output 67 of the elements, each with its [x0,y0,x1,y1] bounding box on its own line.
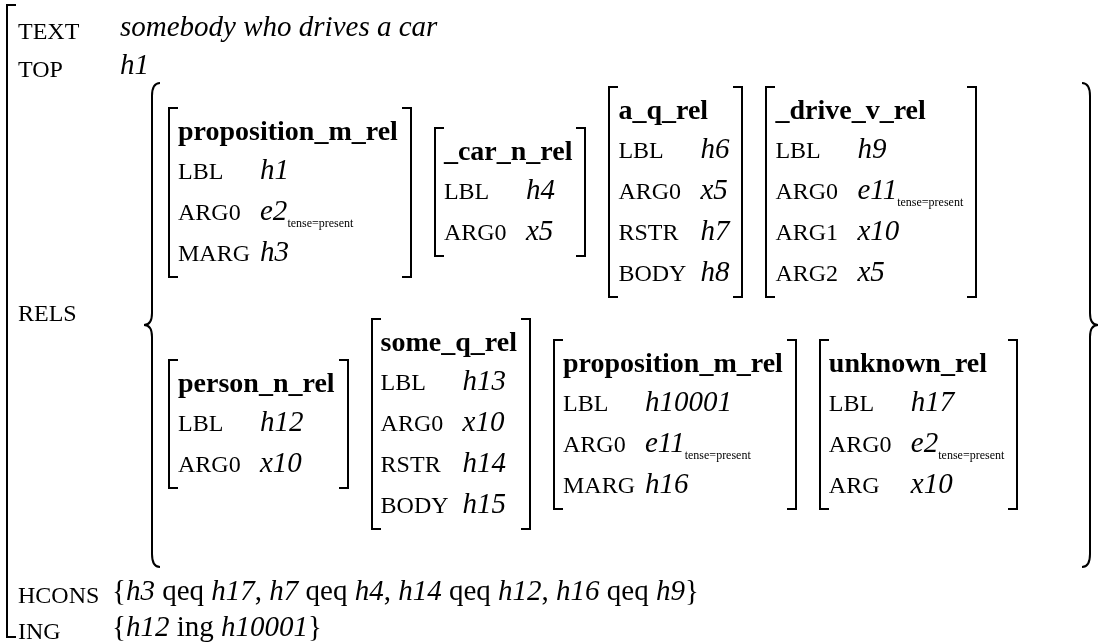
feature-value: h14 [462,446,507,479]
feature-name: MARG [562,471,636,499]
feature-name: ARG0 [380,410,445,437]
feature-value: e2$_{tense=present}$ [910,425,1005,463]
feature-value: x5 [525,214,554,247]
feature-name: ARG0 [178,198,242,226]
feature-name: LBL [443,178,491,205]
feature-value: h1 [120,48,149,81]
feature-name: ARG [828,471,881,499]
feature-name: BODY [380,492,450,519]
feature-name: ARG0 [828,430,893,458]
feature-value: h12 [260,405,304,438]
relation-name: proposition_m_rel [178,113,398,148]
feature-name: RELS [18,300,78,327]
feature-value: x10 [462,405,505,438]
feature-name: BODY [618,260,688,287]
feature-name: ING [18,618,62,643]
feature-value: e11$_{tense=present}$ [644,425,751,463]
relation-name: a_q_rel [618,93,710,127]
feature-name: ARG0 [775,178,840,205]
feature-value: e2$_{tense=present}$ [260,193,354,231]
feature-name: ARG0 [178,451,242,478]
feature-value: x10 [910,466,953,500]
feature-value: h17 [910,384,955,418]
feature-value: h4 [525,173,555,206]
relation-name: person_n_rel [178,366,335,400]
feature-value: h16 [644,466,689,500]
feature-name: ARG1 [775,219,840,246]
feature-value: h1 [260,152,289,186]
feature-name: LBL [380,369,427,396]
relation-name: _drive_v_rel [775,93,927,127]
feature-value: h7 [700,214,730,247]
feature-name: LBL [178,157,225,185]
feature-name: ARG0 [562,430,627,458]
feature-name: LBL [618,137,665,164]
relation-name: proposition_m_rel [562,345,783,380]
feature-name: RSTR [380,451,442,478]
feature-value: x5 [857,255,885,288]
feature-value: h6 [700,132,730,165]
relation-name: unknown_rel [828,345,989,380]
feature-name: ARG0 [443,219,508,246]
feature-value: somebody who drives a car [120,10,438,43]
feature-name: LBL [178,410,225,437]
feature-value: x10 [260,446,302,479]
feature-value: e11$_{tense=present}$ [857,173,964,210]
feature-value: h3 [260,234,289,268]
relation-name: some_q_rel [380,325,517,359]
feature-value: h10001 [644,384,732,418]
feature-value: h8 [700,255,730,288]
feature-name: LBL [562,389,610,417]
feature-value: x10 [857,214,900,247]
feature-name: RSTR [618,219,680,246]
feature-name: HCONS [18,582,100,609]
feature-value: h9 [857,132,887,165]
feature-value: {h3 qeq h17, h7 qeq h4, h14 qeq h12, h16 qeq h9} [112,574,699,607]
feature-name: TOP [18,56,64,83]
feature-name: MARG [178,239,251,267]
feature-name: LBL [775,137,822,164]
feature-value: h13 [462,364,507,397]
feature-name: LBL [828,389,876,417]
feature-value: h15 [462,487,507,520]
relation-name: _car_n_rel [443,134,573,168]
feature-name: ARG2 [775,260,840,287]
feature-value: x5 [700,173,728,206]
feature-name: ARG0 [618,178,683,205]
feature-name: TEXT [18,18,81,45]
feature-value: {h12 ing h10001} [112,610,322,643]
